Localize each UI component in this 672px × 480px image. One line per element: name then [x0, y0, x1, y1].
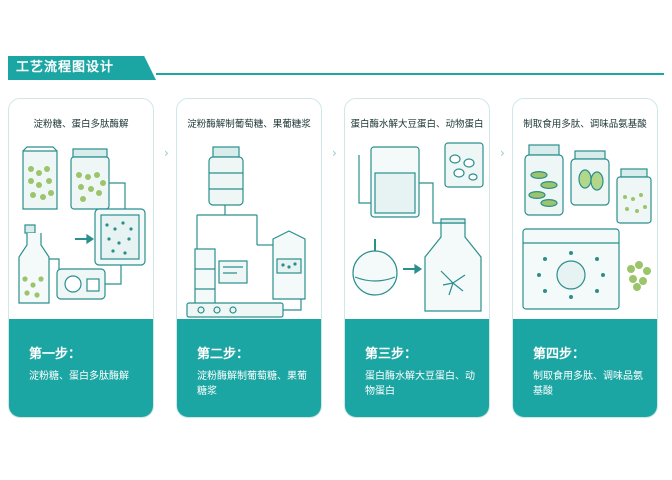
step-3-illustration	[352, 142, 484, 312]
header-divider	[156, 73, 664, 75]
step-3-label: 第三步：	[365, 347, 418, 362]
step-card-1: 淀粉糖、蛋白多肽酶解	[8, 98, 154, 418]
step-2-footer: 第二步： 淀粉酶解制葡萄糖、果葡糖浆	[177, 319, 321, 417]
step-1-title: 淀粉糖、蛋白多肽酶解	[33, 119, 129, 130]
step-2-title: 淀粉酶解制葡萄糖、果葡糖浆	[187, 119, 311, 130]
step-1-footer: 第一步： 淀粉糖、蛋白多肽酶解	[9, 319, 153, 417]
step-3-title: 蛋白酶水解大豆蛋白、动物蛋白	[350, 119, 484, 130]
step-card-4: 制取食用多肽、调味品氨基酸 第四步： 制取食用多肽、调味品氨基	[512, 98, 658, 418]
step-3-description: 蛋白酶水解大豆蛋白、动物蛋白	[365, 371, 475, 397]
step-1-illustration	[18, 146, 146, 304]
step-3-footer: 第三步： 蛋白酶水解大豆蛋白、动物蛋白	[345, 319, 489, 417]
step-4-description: 制取食用多肽、调味品氨基酸	[533, 371, 643, 397]
step-4-footer: 第四步： 制取食用多肽、调味品氨基酸	[513, 319, 657, 417]
chevron-right-icon-3: ›	[500, 146, 505, 160]
step-2-description: 淀粉酶解制葡萄糖、果葡糖浆	[197, 371, 307, 397]
step-2-illustration	[186, 146, 306, 318]
step-4-illustration	[522, 144, 652, 310]
page-title: 工艺流程图设计	[16, 60, 115, 75]
step-4-label: 第四步：	[533, 347, 586, 362]
step-2-label: 第二步：	[197, 347, 250, 362]
header-banner	[8, 56, 156, 80]
chevron-right-icon-1: ›	[164, 146, 169, 160]
step-1-label: 第一步：	[29, 347, 82, 362]
step-4-title: 制取食用多肽、调味品氨基酸	[523, 119, 647, 130]
step-card-3: 蛋白酶水解大豆蛋白、动物蛋白 第三步： 蛋白酶水解大豆蛋白、动物蛋白	[344, 98, 490, 418]
step-card-2: 淀粉酶解制葡萄糖、果葡糖浆 第二步： 淀粉酶解制葡萄糖、果葡糖浆	[176, 98, 322, 418]
step-1-description: 淀粉糖、蛋白多肽酶解	[29, 371, 129, 382]
chevron-right-icon-2: ›	[332, 146, 337, 160]
